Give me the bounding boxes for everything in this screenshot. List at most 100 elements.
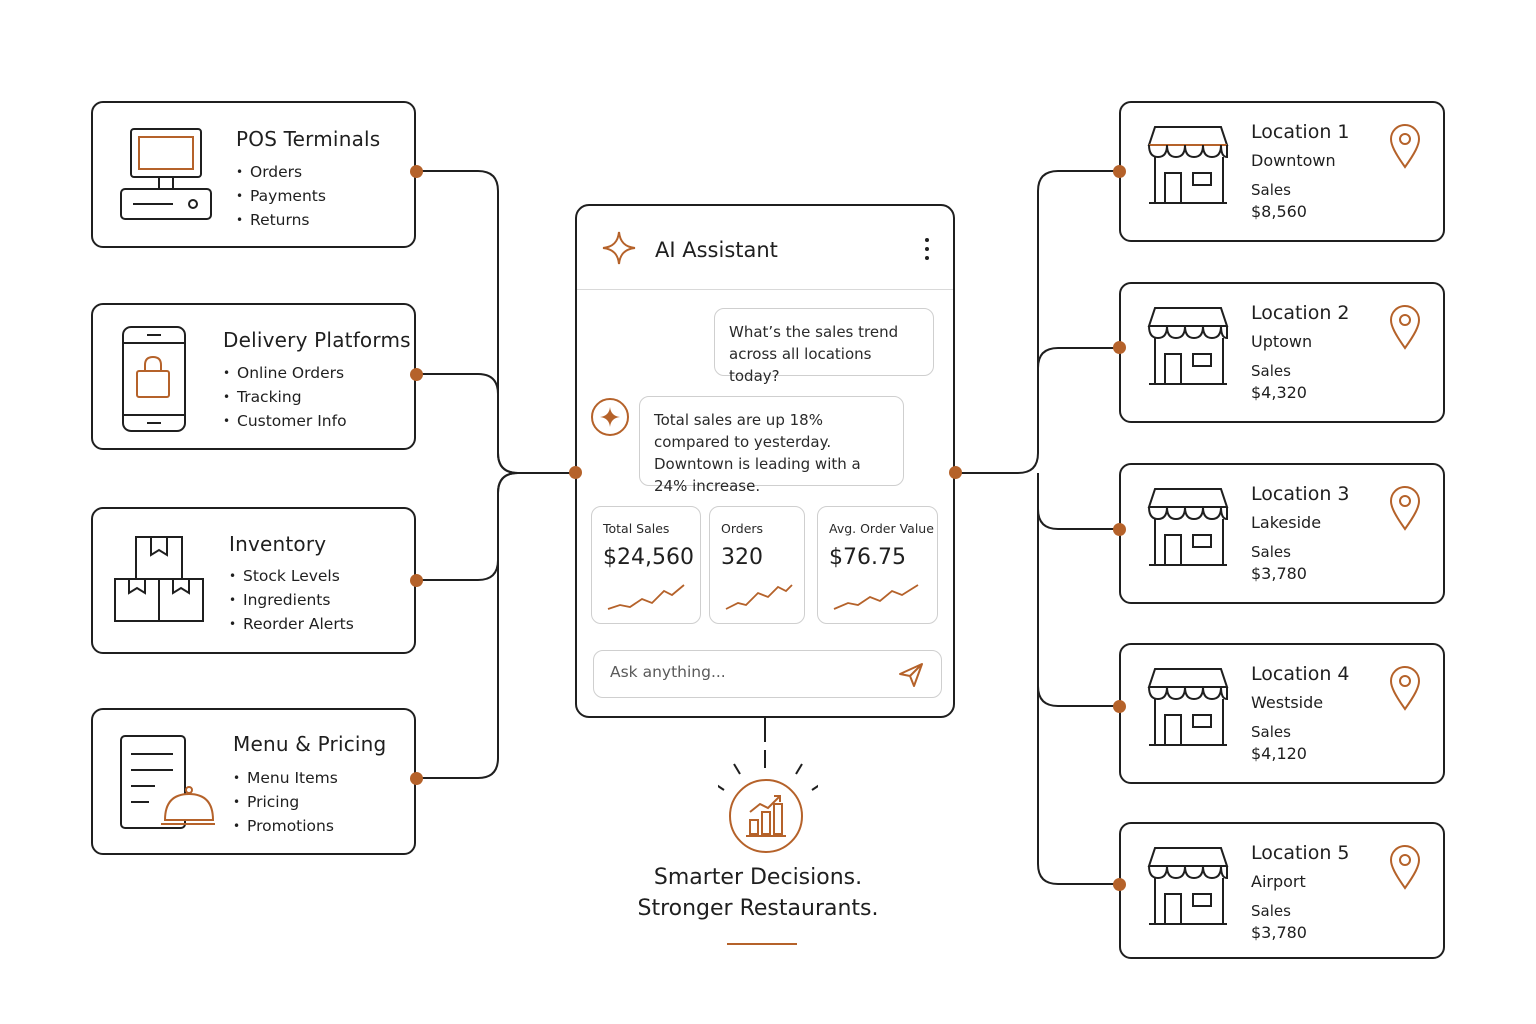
sales-value: $3,780 xyxy=(1251,564,1307,583)
location-card-5[interactable]: Location 5 Airport Sales $3,780 xyxy=(1119,822,1445,959)
list-item: Promotions xyxy=(233,814,338,838)
location-card-4[interactable]: Location 4 Westside Sales $4,120 xyxy=(1119,643,1445,784)
source-title: Delivery Platforms xyxy=(223,328,411,352)
user-message: What’s the sales trend across all locati… xyxy=(714,308,934,385)
source-items: Orders Payments Returns xyxy=(236,160,326,232)
ai-avatar xyxy=(591,398,629,436)
source-items: Menu Items Pricing Promotions xyxy=(233,766,338,838)
map-pin-icon[interactable] xyxy=(1389,665,1421,715)
source-items: Online Orders Tracking Customer Info xyxy=(223,361,347,433)
boxes-icon xyxy=(113,535,205,627)
storefront-icon xyxy=(1147,846,1229,930)
send-icon[interactable] xyxy=(897,661,925,693)
connector-port xyxy=(410,574,423,587)
sales-label: Sales xyxy=(1251,181,1291,199)
assistant-title: AI Assistant xyxy=(655,238,778,262)
source-title: Menu & Pricing xyxy=(233,732,387,756)
connector-port xyxy=(569,466,582,479)
source-card-delivery-platforms[interactable]: Delivery Platforms Online Orders Trackin… xyxy=(91,303,416,450)
menu-cloche-icon xyxy=(119,734,217,836)
connector-port xyxy=(410,772,423,785)
list-item: Pricing xyxy=(233,790,338,814)
storefront-icon xyxy=(1147,487,1229,571)
metric-card-orders: Orders 320 xyxy=(709,506,805,624)
connector-port xyxy=(1113,165,1126,178)
location-title: Location 5 xyxy=(1251,842,1350,864)
map-pin-icon[interactable] xyxy=(1389,304,1421,354)
accent-divider xyxy=(727,943,797,945)
location-card-2[interactable]: Location 2 Uptown Sales $4,320 xyxy=(1119,282,1445,423)
connector-port xyxy=(410,368,423,381)
map-pin-icon[interactable] xyxy=(1389,485,1421,535)
list-item: Online Orders xyxy=(223,361,347,385)
list-item: Reorder Alerts xyxy=(229,612,354,636)
connector-port xyxy=(1113,878,1126,891)
mobile-shopping-icon xyxy=(121,325,189,437)
list-item: Customer Info xyxy=(223,409,347,433)
sparkle-icon xyxy=(601,230,637,270)
insights-chart-icon xyxy=(711,758,825,862)
location-area: Westside xyxy=(1251,693,1324,712)
source-card-menu-pricing[interactable]: Menu & Pricing Menu Items Pricing Promot… xyxy=(91,708,416,855)
connector-port xyxy=(949,466,962,479)
ai-assistant-panel: AI Assistant What’s the sales trend acro… xyxy=(575,204,955,718)
connector-port xyxy=(1113,700,1126,713)
location-area: Downtown xyxy=(1251,151,1336,170)
location-card-3[interactable]: Location 3 Lakeside Sales $3,780 xyxy=(1119,463,1445,604)
source-card-pos-terminals[interactable]: POS Terminals Orders Payments Returns xyxy=(91,101,416,248)
metric-card-total-sales: Total Sales $24,560 xyxy=(591,506,701,624)
metric-label: Orders xyxy=(721,521,764,536)
metric-label: Total Sales xyxy=(603,521,670,536)
source-items: Stock Levels Ingredients Reorder Alerts xyxy=(229,564,354,636)
sparkline-icon xyxy=(833,584,919,610)
metric-card-avg-order-value: Avg. Order Value $76.75 xyxy=(817,506,938,624)
location-area: Lakeside xyxy=(1251,513,1322,532)
metric-value: $24,560 xyxy=(603,545,694,570)
sales-label: Sales xyxy=(1251,902,1291,920)
source-title: Inventory xyxy=(229,532,327,556)
tagline-line: Stronger Restaurants. xyxy=(637,896,879,921)
tagline-line: Smarter Decisions. xyxy=(653,865,863,890)
storefront-icon xyxy=(1147,667,1229,751)
sales-value: $3,780 xyxy=(1251,923,1307,942)
sales-label: Sales xyxy=(1251,543,1291,561)
location-title: Location 1 xyxy=(1251,121,1350,143)
map-pin-icon[interactable] xyxy=(1389,123,1421,173)
location-title: Location 4 xyxy=(1251,663,1350,685)
sparkline-icon xyxy=(607,584,685,610)
ai-message: Total sales are up 18% compared to yeste… xyxy=(639,396,904,495)
storefront-icon xyxy=(1147,306,1229,390)
sales-label: Sales xyxy=(1251,723,1291,741)
source-title: POS Terminals xyxy=(236,127,381,151)
assistant-header: AI Assistant xyxy=(577,206,953,290)
source-card-inventory[interactable]: Inventory Stock Levels Ingredients Reord… xyxy=(91,507,416,654)
sales-label: Sales xyxy=(1251,362,1291,380)
location-card-1[interactable]: Location 1 Downtown Sales $8,560 xyxy=(1119,101,1445,242)
connector-port xyxy=(1113,523,1126,536)
location-area: Airport xyxy=(1251,872,1306,891)
sales-value: $4,120 xyxy=(1251,744,1307,763)
sales-value: $4,320 xyxy=(1251,383,1307,402)
list-item: Orders xyxy=(236,160,326,184)
sparkle-icon xyxy=(600,407,620,427)
ask-input[interactable] xyxy=(610,663,880,681)
connector-port xyxy=(410,165,423,178)
location-title: Location 2 xyxy=(1251,302,1350,324)
storefront-icon xyxy=(1147,125,1229,209)
list-item: Ingredients xyxy=(229,588,354,612)
list-item: Payments xyxy=(236,184,326,208)
connector-port xyxy=(1113,341,1126,354)
list-item: Tracking xyxy=(223,385,347,409)
more-options-icon[interactable] xyxy=(925,238,931,265)
map-pin-icon[interactable] xyxy=(1389,844,1421,894)
tagline: Smarter Decisions. Stronger Restaurants. xyxy=(598,862,918,924)
sparkline-icon xyxy=(725,584,793,610)
metric-value: 320 xyxy=(721,545,763,570)
pos-terminal-icon xyxy=(119,127,213,229)
list-item: Stock Levels xyxy=(229,564,354,588)
location-title: Location 3 xyxy=(1251,483,1350,505)
location-area: Uptown xyxy=(1251,332,1313,351)
sales-value: $8,560 xyxy=(1251,202,1307,221)
ask-box xyxy=(593,650,942,698)
list-item: Returns xyxy=(236,208,326,232)
